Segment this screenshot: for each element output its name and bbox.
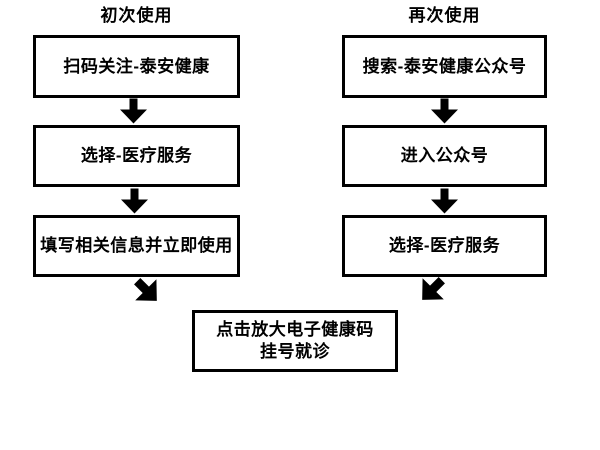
arrow-down-icon (121, 188, 148, 214)
arrow-down-icon (120, 98, 147, 124)
flow-step-health-code-line2: 挂号就诊 (260, 342, 330, 361)
arrow-down-right-icon (126, 270, 168, 312)
arrow-down-icon (431, 98, 458, 124)
flow-step-fill-info: 填写相关信息并立即使用 (33, 215, 240, 277)
column-header-repeat-use: 再次使用 (408, 6, 481, 25)
arrow-down-left-icon (411, 269, 453, 311)
arrow-down-icon (431, 188, 458, 214)
flow-step-enter-account: 进入公众号 (342, 125, 547, 187)
flow-step-health-code-line1: 点击放大电子健康码 (216, 320, 374, 339)
flow-step-scan-follow: 扫码关注-泰安健康 (33, 35, 240, 98)
flow-step-health-code: 点击放大电子健康码 挂号就诊 (192, 310, 398, 372)
flow-step-select-medical-service-left: 选择-医疗服务 (33, 125, 240, 187)
flow-step-search-account: 搜索-泰安健康公众号 (342, 35, 547, 98)
flow-step-select-medical-service-right: 选择-医疗服务 (342, 215, 547, 277)
column-header-first-use: 初次使用 (100, 6, 173, 25)
